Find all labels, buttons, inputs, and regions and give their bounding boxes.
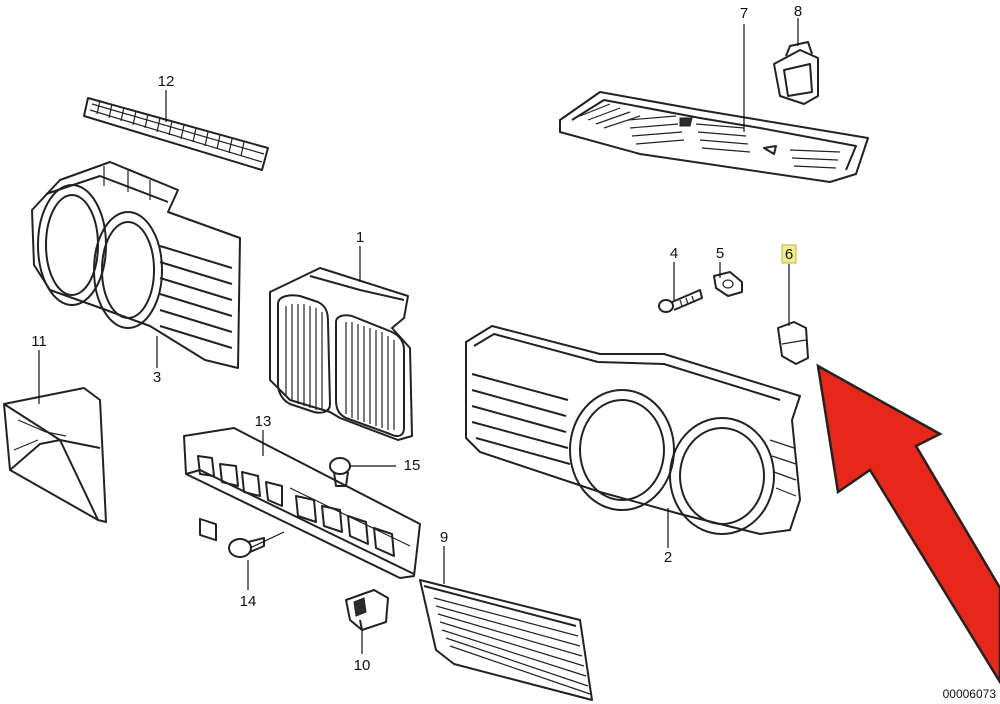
callout-13: 13 <box>255 413 272 430</box>
part-8-clip <box>773 41 819 105</box>
part-6-clip <box>777 321 809 365</box>
callout-7: 7 <box>740 5 748 22</box>
part-12-seal-strip <box>83 97 269 171</box>
diagram-reference-number: 00006073 <box>943 687 997 701</box>
part-2-right-headlight-grille <box>465 325 801 535</box>
callout-4: 4 <box>670 245 678 262</box>
callout-2: 2 <box>664 549 672 566</box>
part-7-vent-panel <box>559 91 869 183</box>
callout-labels: 12 1 3 11 13 15 14 10 9 2 7 8 4 5 6 <box>31 3 802 674</box>
part-9-side-grille <box>419 579 593 701</box>
part-14-push-rivet <box>228 537 265 558</box>
callout-5: 5 <box>716 245 724 262</box>
callout-6-highlight <box>781 244 797 264</box>
part-13-lower-grille-panel <box>183 427 421 579</box>
part-10-clip <box>345 589 389 631</box>
callout-8: 8 <box>794 3 802 20</box>
callout-3: 3 <box>153 369 161 386</box>
part-1-kidney-grille <box>269 267 413 441</box>
callout-6: 6 <box>785 246 793 263</box>
part-4-screw <box>658 289 703 313</box>
part-5-nut <box>713 271 743 297</box>
callout-11: 11 <box>31 333 47 350</box>
callout-12: 12 <box>158 73 175 90</box>
callout-9: 9 <box>440 529 448 546</box>
red-arrow-icon <box>816 363 1000 685</box>
callout-10: 10 <box>354 657 371 674</box>
callout-14: 14 <box>240 593 257 610</box>
callout-15: 15 <box>404 457 421 474</box>
part-3-left-headlight-grille <box>31 161 241 369</box>
leader-lines <box>38 18 799 654</box>
callout-1: 1 <box>356 229 364 246</box>
part-11-air-duct <box>3 387 107 523</box>
